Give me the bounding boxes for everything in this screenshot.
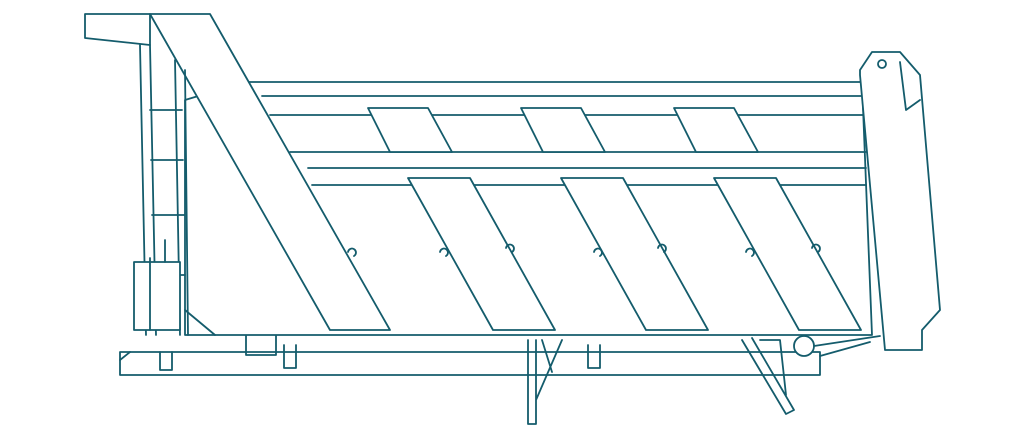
upper-plates: [367, 107, 759, 153]
lower-plates: [407, 177, 862, 331]
tailgate: [793, 51, 941, 357]
front-post: [133, 44, 216, 336]
chassis-rails: [119, 334, 821, 376]
lower-plate: [713, 177, 862, 331]
support-leg-front: [527, 339, 563, 425]
tie-hooks: [347, 243, 821, 257]
headboard: [84, 13, 391, 331]
upper-plate: [673, 107, 759, 153]
upper-plate: [520, 107, 606, 153]
upper-plate: [367, 107, 453, 153]
support-leg-rear: [741, 337, 795, 415]
lower-plate: [560, 177, 709, 331]
lower-plate: [407, 177, 556, 331]
